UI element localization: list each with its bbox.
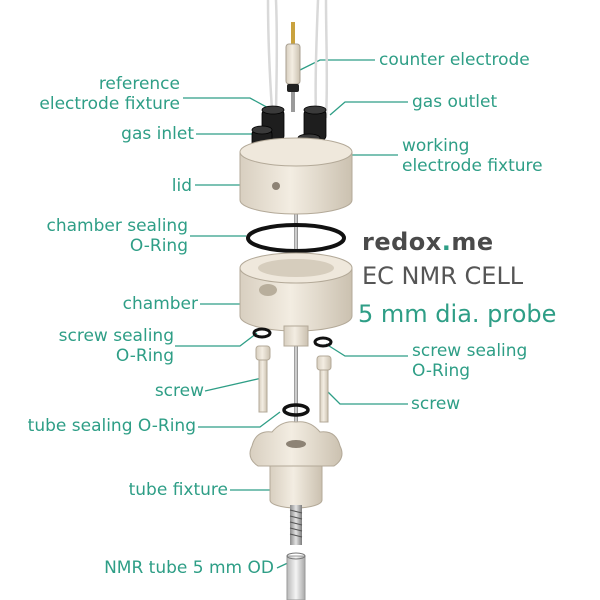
central-shaft <box>294 190 298 520</box>
title-line2: 5 mm dia. probe <box>358 300 557 328</box>
label-working-line1: working <box>402 136 470 156</box>
label-screw-oring-left-line1: screw sealing <box>58 326 174 346</box>
brand-part1: redox <box>362 228 442 256</box>
screw-left-part <box>255 345 271 413</box>
label-screw-oring-left-line2: O-Ring <box>115 346 174 366</box>
screw-oring-left-part <box>252 327 272 339</box>
label-reference-line2: electrode fixture <box>39 94 180 114</box>
label-working-line2: electrode fixture <box>402 156 543 176</box>
title-line1: EC NMR CELL <box>362 262 524 290</box>
label-gas-outlet: gas outlet <box>412 92 498 112</box>
label-counter-electrode: counter electrode <box>379 50 530 70</box>
threaded-tip-part <box>289 505 303 545</box>
label-gas-inlet: gas inlet <box>121 124 194 144</box>
label-chamber: chamber <box>122 294 198 314</box>
label-chamber-oring-line1: chamber sealing <box>46 216 189 236</box>
label-chamber-oring-line2: O-Ring <box>129 236 188 256</box>
label-reference-line1: reference <box>98 74 180 94</box>
lid-part <box>239 137 353 215</box>
label-screw-oring-right-line2: O-Ring <box>412 361 471 381</box>
chamber-oring-part <box>246 223 346 253</box>
brand-part2: me <box>451 228 494 256</box>
brand-dot: . <box>441 228 452 256</box>
tube-fixture-part <box>249 421 343 509</box>
chamber-part <box>239 252 353 347</box>
label-screw-oring-right-line1: screw sealing <box>412 341 528 361</box>
label-screw-right: screw <box>411 394 461 414</box>
label-lid: lid <box>171 176 192 196</box>
label-tube-oring: tube sealing O-Ring <box>27 416 196 436</box>
nmr-tube-part <box>286 552 306 600</box>
tube-oring-part <box>282 403 310 417</box>
label-screw-left: screw <box>154 381 204 401</box>
screw-oring-right-part <box>313 336 333 348</box>
label-tube-fixture: tube fixture <box>128 480 228 500</box>
label-nmr-tube: NMR tube 5 mm OD <box>104 558 274 578</box>
screw-right-part <box>316 355 332 423</box>
brand-logo: redox.me <box>362 228 494 256</box>
counter-electrode-part <box>285 22 301 112</box>
